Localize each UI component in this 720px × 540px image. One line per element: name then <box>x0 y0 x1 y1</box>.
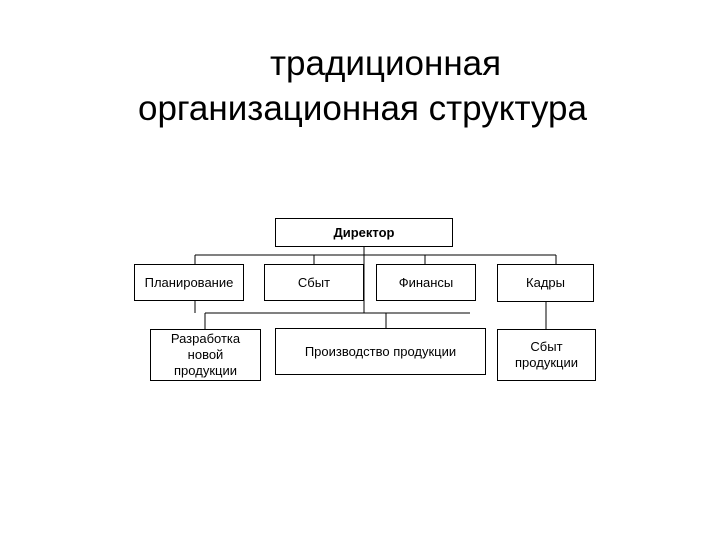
org-node-finance-label: Финансы <box>398 274 454 290</box>
page-title-line-2: организационная структура <box>138 89 587 128</box>
page-title-line-1: традиционная <box>270 44 502 83</box>
org-node-new-product-dev-label: Разработка новой продукции <box>170 331 241 378</box>
org-node-production-label: Производство продукции <box>304 343 457 359</box>
org-node-director: Директор <box>275 218 453 247</box>
org-node-product-sales: Сбыт продукции <box>497 329 596 381</box>
org-node-sales: Сбыт <box>264 264 364 301</box>
org-node-product-sales-label: Сбыт продукции <box>515 339 578 370</box>
org-node-hr: Кадры <box>497 264 594 302</box>
org-node-hr-label: Кадры <box>526 275 565 290</box>
org-node-sales-label: Сбыт <box>297 274 331 290</box>
org-node-director-label: Директор <box>333 224 395 240</box>
org-node-planning-label: Планирование <box>144 274 234 290</box>
org-node-new-product-dev: Разработка новой продукции <box>150 329 261 381</box>
org-node-production: Производство продукции <box>275 328 486 375</box>
org-node-planning: Планирование <box>134 264 244 301</box>
org-node-finance: Финансы <box>376 264 476 301</box>
